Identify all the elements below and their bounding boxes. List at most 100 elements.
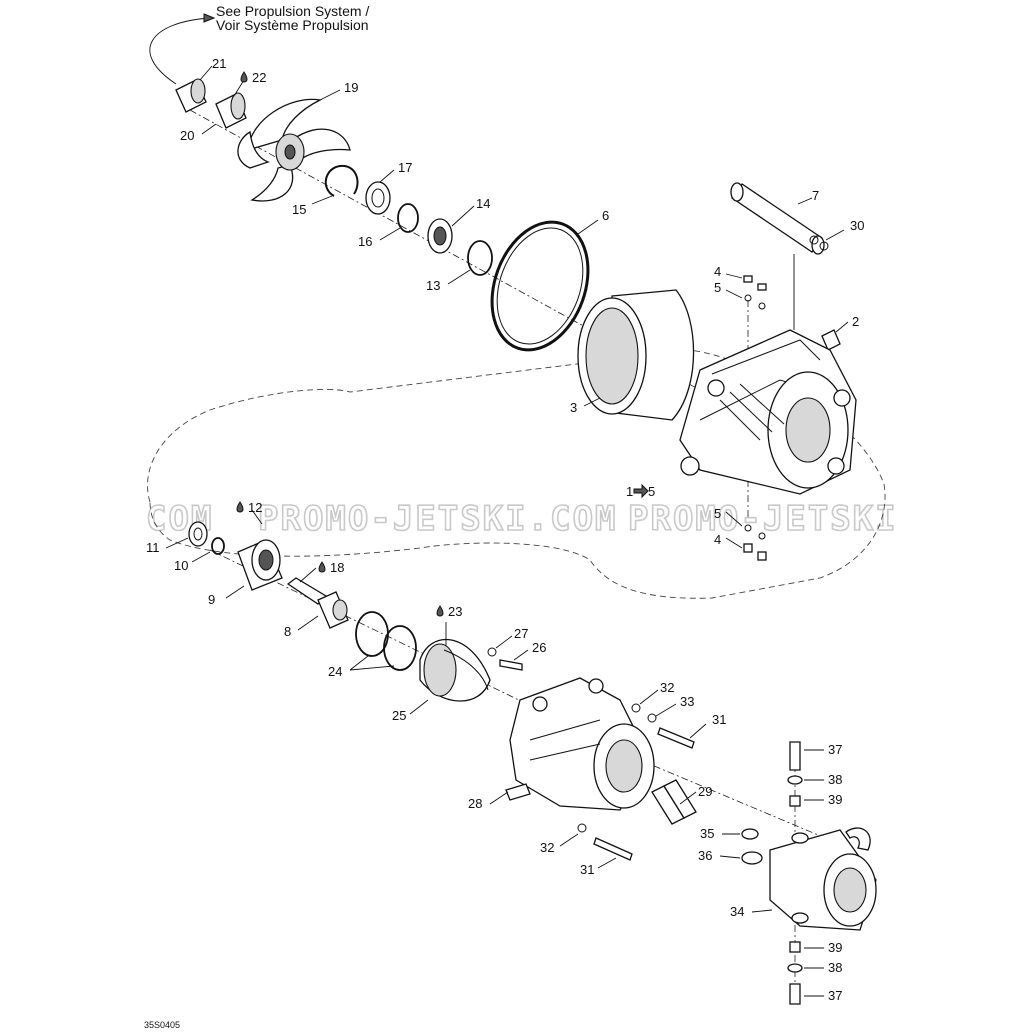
part-25-cone [419, 638, 491, 702]
callout-24: 24 [328, 664, 342, 679]
callout-16: 16 [358, 234, 372, 249]
part-22-sleeve [215, 92, 247, 129]
part-6-wear-ring-seal [490, 220, 590, 352]
callout-1-to-5-group: 1 5 [626, 483, 655, 499]
part-14-seal [427, 218, 453, 254]
callout-32-lower: 32 [540, 840, 554, 855]
arrow-right-icon [633, 483, 649, 499]
callout-7: 7 [812, 188, 819, 203]
part-4-5-screws-lower [743, 524, 767, 561]
part-10-o-ring [211, 537, 225, 555]
callout-8: 8 [284, 624, 291, 639]
callout-37-lower: 37 [828, 988, 842, 1003]
oil-drop-icon [318, 561, 326, 573]
part-9-bearing [237, 539, 283, 591]
callout-23-group: 23 [436, 604, 462, 619]
callout-36: 36 [698, 848, 712, 863]
callout-9: 9 [208, 592, 215, 607]
oil-drop-icon [236, 501, 244, 513]
callout-6: 6 [602, 208, 609, 223]
callout-17: 17 [398, 160, 412, 175]
callout-14: 14 [476, 196, 490, 211]
part-1-to-5-pump-housing [679, 329, 857, 495]
callout-33: 33 [680, 694, 694, 709]
part-2-fitting [821, 329, 841, 351]
watermark-middle: PROMO-JETSKI.COM [258, 499, 618, 539]
part-26-27-screw [487, 647, 523, 671]
part-29-tubes [651, 779, 697, 825]
reference-note-line2: Voir Système Propulsion [216, 17, 369, 33]
callout-22: 22 [252, 70, 266, 85]
callout-22-group: 22 [240, 70, 266, 85]
callout-31-lower: 31 [580, 862, 594, 877]
callout-labels: 21 22 19 20 17 15 14 16 6 13 7 30 4 5 2 … [146, 56, 864, 1003]
part-4-5-screws-upper [743, 275, 767, 310]
part-7-bar [730, 182, 825, 255]
callout-12-group: 12 [236, 500, 262, 515]
callout-18-group: 18 [318, 560, 344, 575]
part-24-o-rings [355, 611, 417, 671]
part-31-32-33-upper-bolt [631, 703, 695, 749]
callout-1-to-5-end: 5 [648, 484, 655, 499]
callout-15: 15 [292, 202, 306, 217]
part-16-o-ring [397, 203, 419, 233]
part-35-36-fittings [741, 828, 763, 865]
callout-32-upper: 32 [660, 680, 674, 695]
reference-arrow-curve [149, 17, 211, 85]
callout-35: 35 [700, 826, 714, 841]
callout-12: 12 [248, 500, 262, 515]
part-34-nozzle [769, 827, 877, 931]
callout-3: 3 [570, 400, 577, 415]
callout-34: 34 [730, 904, 744, 919]
callout-28: 28 [468, 796, 482, 811]
callout-23: 23 [448, 604, 462, 619]
oil-drop-icon [436, 605, 444, 617]
part-8-shaft [286, 577, 349, 629]
callout-29: 29 [698, 784, 712, 799]
part-15-circlip [324, 164, 359, 197]
callout-4-lower: 4 [714, 532, 721, 547]
part-venturi-housing [509, 677, 655, 811]
diagram-code: 35S0405 [144, 1020, 180, 1030]
callout-4-upper: 4 [714, 264, 721, 279]
part-13-o-ring [467, 240, 493, 276]
callout-20: 20 [180, 128, 194, 143]
callout-38-upper: 38 [828, 772, 842, 787]
callout-18: 18 [330, 560, 344, 575]
callout-38-lower: 38 [828, 960, 842, 975]
callout-37-upper: 37 [828, 742, 842, 757]
callout-5-upper: 5 [714, 280, 721, 295]
callout-2: 2 [852, 314, 859, 329]
part-30-rings [809, 235, 829, 251]
callout-39-upper: 39 [828, 792, 842, 807]
leader-lines [165, 65, 849, 997]
part-19-impeller [237, 98, 351, 202]
reference-note-line1: See Propulsion System / [216, 3, 369, 19]
callout-39-lower: 39 [828, 940, 842, 955]
callout-10: 10 [174, 558, 188, 573]
callout-31-upper: 31 [712, 712, 726, 727]
callout-21: 21 [212, 56, 226, 71]
part-37-38-39-upper [787, 741, 803, 807]
part-17-washer [365, 181, 391, 215]
callout-19: 19 [344, 80, 358, 95]
oil-drop-icon [240, 71, 248, 83]
callout-11: 11 [146, 540, 160, 555]
callout-30: 30 [850, 218, 864, 233]
part-37-38-39-lower [787, 941, 803, 1005]
callout-25: 25 [392, 708, 406, 723]
callout-26: 26 [532, 640, 546, 655]
part-11-seal [188, 521, 208, 547]
part-28-anode [505, 783, 531, 801]
part-21-cap [175, 78, 207, 113]
centerline-nozzle [639, 759, 831, 841]
callout-27: 27 [514, 626, 528, 641]
callout-1-to-5-start: 1 [626, 484, 633, 499]
callout-13: 13 [426, 278, 440, 293]
part-31-32-lower-bolt [577, 823, 633, 861]
reference-arrow-head [203, 13, 216, 23]
assembly-boundary [147, 349, 886, 599]
callout-5-lower: 5 [714, 506, 721, 521]
part-3-wear-ring [577, 289, 695, 421]
